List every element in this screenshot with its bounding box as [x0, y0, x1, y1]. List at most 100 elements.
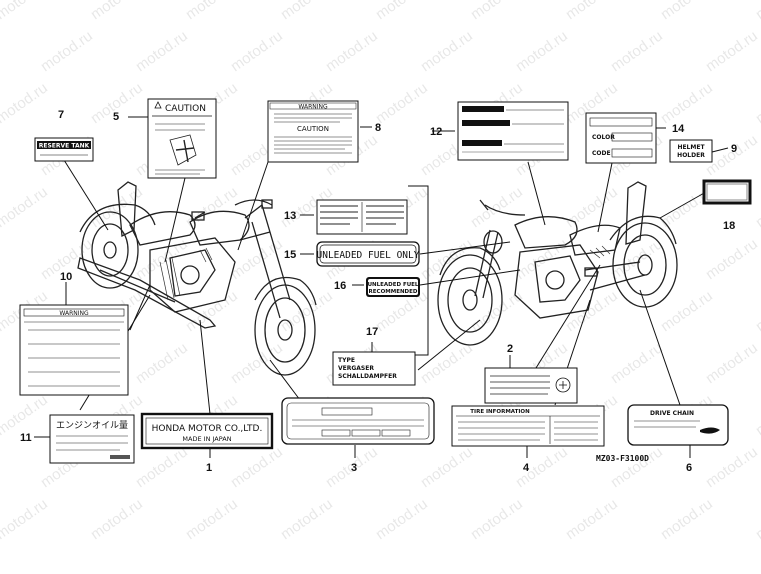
watermark-text-34: motod.ru — [0, 183, 51, 231]
leader-lines — [34, 116, 729, 458]
label-18: 18 — [702, 179, 752, 232]
watermark-text-44: motod.ru — [133, 235, 191, 283]
left-motorcycle-drawing — [77, 181, 317, 376]
callout-14: 14 — [672, 123, 685, 135]
watermark-text-15: motod.ru — [608, 27, 666, 75]
type17-line1: TYPE — [338, 357, 355, 364]
watermark-text-40: motod.ru — [563, 183, 621, 231]
rear-wheel — [81, 211, 139, 289]
callout-5: 5 — [113, 111, 119, 123]
watermark-text-53: motod.ru — [183, 287, 241, 335]
watermark-text-25: motod.ru — [753, 79, 761, 127]
label-3: 3 — [281, 397, 435, 474]
watermark-text-50: motod.ru — [703, 235, 761, 283]
label-12: 12 — [430, 101, 569, 161]
watermark-text-91: motod.ru — [563, 495, 621, 543]
oil-jp-text: エンジンオイル量 — [56, 420, 128, 431]
group-bracket — [408, 185, 429, 356]
watermark-text-5: motod.ru — [468, 0, 526, 23]
helmet-line1: HELMET — [677, 144, 705, 151]
callout-12: 12 — [430, 126, 442, 138]
watermark-text-1: motod.ru — [88, 0, 146, 23]
callout-17: 17 — [366, 326, 378, 338]
label-14-color-code: COLOR CODE 14 — [585, 112, 685, 164]
label-15-unleaded-fuel: UNLEADED FUEL ONLY 15 — [284, 241, 420, 267]
callout-6: 6 — [686, 462, 692, 474]
drawing-code: MZ03-F3100D — [596, 454, 649, 463]
code-text: CODE — [592, 150, 611, 157]
label-8-warning: WARNING CAUTION 8 — [267, 100, 381, 163]
right-motorcycle-drawing — [437, 181, 678, 346]
color-text: COLOR — [592, 134, 615, 141]
watermark-text-85: motod.ru — [0, 495, 51, 543]
drive-chain-text: DRIVE CHAIN — [650, 410, 694, 417]
watermark-text-16: motod.ru — [703, 27, 761, 75]
callout-18: 18 — [723, 220, 735, 232]
watermark-text-3: motod.ru — [278, 0, 336, 23]
seat — [129, 211, 196, 246]
watermark-text-24: motod.ru — [658, 79, 716, 127]
label-17-type: TYPE VERGASER SCHALLDAMPFER 17 — [332, 326, 416, 386]
unleaded16-line1: UNLEADED FUEL — [368, 282, 419, 288]
backrest — [117, 181, 137, 238]
watermark-text-10: motod.ru — [133, 27, 191, 75]
fuel-tank-right — [514, 216, 578, 249]
watermark-text-9: motod.ru — [38, 27, 96, 75]
callout-13: 13 — [284, 210, 296, 222]
watermark-text-47: motod.ru — [418, 235, 476, 283]
label-1-honda-motor: HONDA MOTOR CO.,LTD. MADE IN JAPAN 1 — [140, 412, 274, 474]
watermark-text-93: motod.ru — [753, 495, 761, 543]
watermark-text-17: motod.ru — [0, 79, 51, 127]
reserve-tank-text: RESERVE TANK — [39, 143, 90, 150]
unleaded-text: UNLEADED FUEL ONLY — [317, 250, 420, 261]
watermark-text-87: motod.ru — [183, 495, 241, 543]
watermark-text-90: motod.ru — [468, 495, 526, 543]
watermark-text-84: motod.ru — [703, 443, 761, 491]
watermark-text-48: motod.ru — [513, 235, 571, 283]
label-5-caution: CAUTION 5 — [113, 98, 217, 179]
watermark-text-12: motod.ru — [323, 27, 381, 75]
helmet-line2: HOLDER — [677, 152, 705, 159]
caution-5-text: CAUTION — [165, 104, 206, 114]
watermark-text-2: motod.ru — [183, 0, 241, 23]
callout-1: 1 — [206, 462, 212, 474]
callout-10: 10 — [60, 271, 72, 283]
callout-7: 7 — [58, 109, 64, 121]
watermark-text-88: motod.ru — [278, 495, 336, 543]
watermark-text-83: motod.ru — [608, 443, 666, 491]
label-6-drive-chain: DRIVE CHAIN 6 — [627, 404, 729, 474]
watermark-text-14: motod.ru — [513, 27, 571, 75]
callout-3: 3 — [351, 462, 357, 474]
label-7-reserve-tank: RESERVE TANK 7 — [34, 109, 94, 162]
label-13: 13 — [284, 199, 408, 235]
caution-8-text: CAUTION — [297, 125, 329, 133]
watermark-text-82: motod.ru — [513, 443, 571, 491]
exhaust — [77, 257, 217, 329]
watermark-text-89: motod.ru — [373, 495, 431, 543]
warning-8-text: WARNING — [298, 104, 328, 111]
backrest-right — [625, 181, 647, 245]
callout-2: 2 — [507, 343, 513, 355]
watermark-text-81: motod.ru — [418, 443, 476, 491]
watermark-text-11: motod.ru — [228, 27, 286, 75]
honda-line1: HONDA MOTOR CO.,LTD. — [152, 424, 263, 434]
callout-15: 15 — [284, 249, 296, 261]
front-wheel-right — [437, 254, 503, 346]
callout-8: 8 — [375, 122, 381, 134]
engine — [149, 237, 236, 313]
label-11-oil-jp: エンジンオイル量 11 — [20, 414, 135, 464]
honda-line2: MADE IN JAPAN — [182, 435, 231, 443]
watermark-text-45: motod.ru — [228, 235, 286, 283]
rear-wheel-right — [612, 222, 678, 308]
tire-info-text: TIRE INFORMATION — [470, 409, 530, 415]
engine-right — [514, 244, 599, 319]
watermark-text-0: motod.ru — [0, 0, 51, 23]
label-16-unleaded-recommended: UNLEADED FUEL RECOMMENDED 16 — [334, 277, 420, 297]
watermark-text-54: motod.ru — [278, 287, 336, 335]
watermark-text-78: motod.ru — [133, 443, 191, 491]
unleaded16-line2: RECOMMENDED — [369, 289, 418, 295]
warning-10-text: WARNING — [59, 310, 89, 317]
watermark-text-13: motod.ru — [418, 27, 476, 75]
